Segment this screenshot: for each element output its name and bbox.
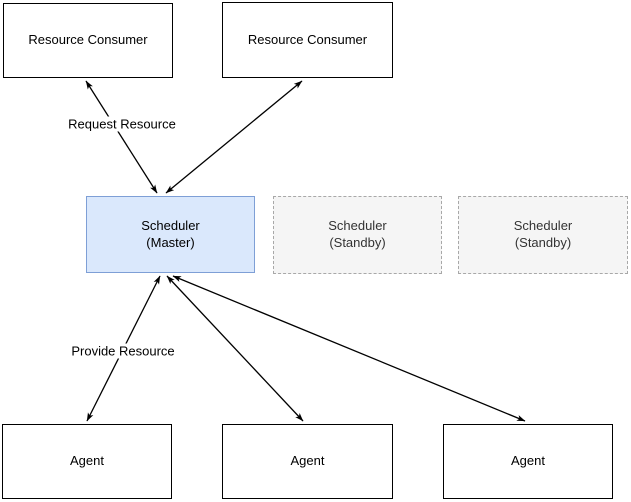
node-label: Resource Consumer: [28, 32, 148, 48]
edge-consumer1-master: [85, 80, 158, 194]
node-label-line1: Scheduler: [513, 218, 573, 234]
node-label: Agent: [290, 453, 325, 469]
edge-master-agent3: [172, 275, 526, 422]
node-label-line2: (Master): [146, 234, 195, 250]
node-label-line1: Scheduler: [141, 217, 200, 233]
node-scheduler-standby-2: Scheduler (Standby): [458, 196, 628, 274]
node-agent-2: Agent: [222, 424, 393, 499]
node-label: Agent: [511, 453, 545, 469]
node-agent-1: Agent: [2, 424, 172, 499]
node-label: Agent: [70, 453, 104, 469]
node-scheduler-master: Scheduler (Master): [86, 196, 255, 273]
node-label-line1: Scheduler: [328, 218, 387, 234]
node-label-line2: (Standby): [514, 235, 572, 250]
node-agent-3: Agent: [443, 424, 613, 499]
edge-label-request-resource: Request Resource: [66, 116, 178, 132]
node-label: Resource Consumer: [247, 31, 368, 47]
edge-label-provide-resource: Provide Resource: [69, 343, 177, 359]
edge-master-agent2: [166, 275, 304, 422]
edge-consumer2-master: [165, 80, 303, 194]
node-label-line2: (Standby): [329, 235, 386, 250]
node-scheduler-standby-1: Scheduler (Standby): [273, 196, 442, 274]
node-resource-consumer-2: Resource Consumer: [222, 2, 393, 78]
node-resource-consumer-1: Resource Consumer: [3, 3, 173, 78]
